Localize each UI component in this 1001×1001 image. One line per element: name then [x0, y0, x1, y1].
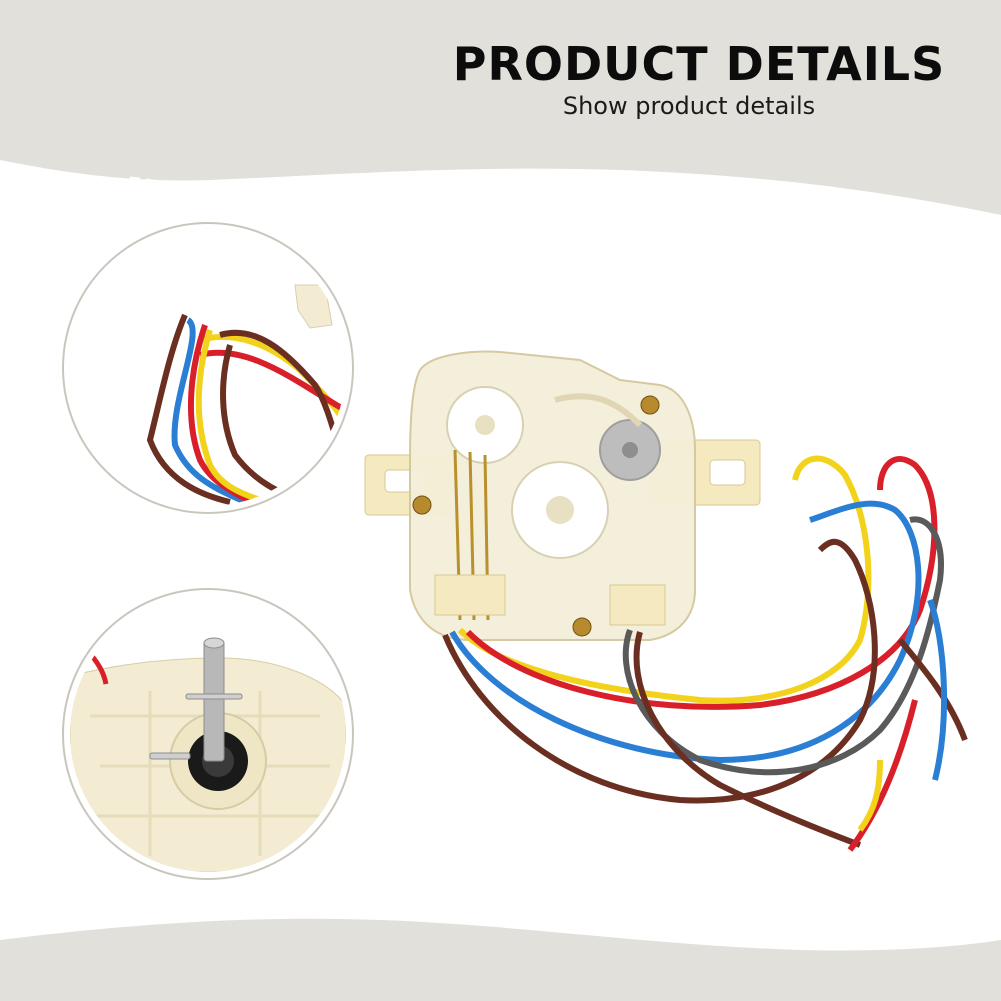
inset-bottom-ring: [62, 588, 354, 880]
wires-closeup-image: [70, 230, 346, 506]
product-image: [364, 350, 968, 852]
page-title: PRODUCT DETAILS: [452, 37, 946, 91]
header: PRODUCT DETAILS Show product details: [429, 38, 949, 120]
shaft-closeup-image: [70, 596, 346, 872]
inset-shaft-closeup: [70, 596, 346, 872]
inset-top-ring: [62, 222, 354, 514]
inset-wires-closeup: [70, 230, 346, 506]
page-subtitle: Show product details: [562, 92, 816, 120]
